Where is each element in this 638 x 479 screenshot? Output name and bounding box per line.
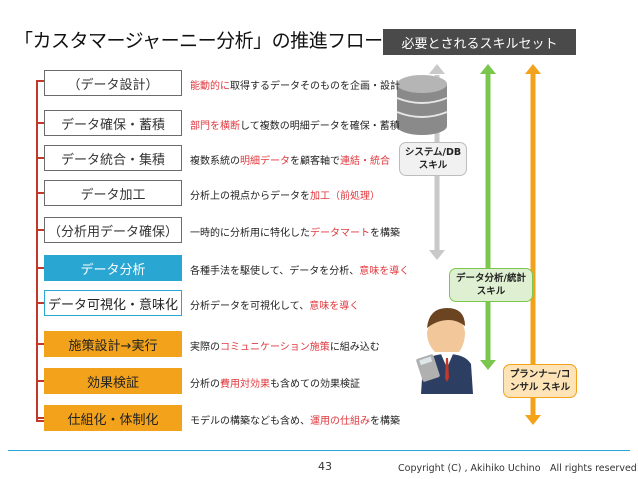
flow-bracket (36, 80, 44, 422)
analysis-skill-pill: データ分析/統計 スキル (449, 268, 533, 302)
highlight-text: コミュニケーション施策 (220, 342, 330, 353)
description-text: を構築 (370, 228, 400, 239)
highlight-text: 能動的に (190, 81, 230, 92)
highlight-text: 費用対効果 (220, 379, 270, 390)
bracket-tick (36, 157, 44, 159)
description-text: 分析の (190, 379, 220, 390)
description-text: も含めての効果検証 (270, 379, 360, 390)
description-text: に組み込む (329, 342, 380, 353)
step-description: 能動的に取得するデータそのものを企画・設計 (190, 77, 400, 92)
highlight-text: 加工（前処理） (310, 191, 380, 202)
description-text: 複数系統の (190, 156, 240, 167)
description-text: モデルの構築なども含め、 (190, 416, 310, 427)
planner-skill-pill: プランナー/コ ンサル スキル (503, 364, 577, 398)
system-skill-label: システム/DB スキル (404, 147, 462, 171)
highlight-text: 明細データ (240, 156, 290, 167)
flow-step: データ可視化・意味化 (44, 290, 182, 316)
footer-divider (8, 450, 630, 451)
description-text: 分析上の視点からデータを (190, 191, 310, 202)
step-description: 各種手法を駆使して、データを分析、意味を導く (190, 262, 409, 277)
bracket-tick (36, 267, 44, 269)
bracket-tick (36, 417, 44, 419)
bracket-tick (36, 302, 44, 304)
businessman-calculator-icon (416, 308, 473, 394)
flow-step: 効果検証 (44, 368, 182, 394)
highlight-text: 部門を横断 (190, 121, 240, 132)
page-number: 43 (318, 460, 332, 473)
description-text: を顧客軸で (290, 156, 340, 167)
step-description: 分析上の視点からデータを加工（前処理） (190, 187, 380, 202)
step-description: 複数系統の明細データを顧客軸で連結・統合 (190, 152, 390, 167)
description-text: を構築 (370, 416, 400, 427)
highlight-text: 意味を導く (359, 266, 410, 277)
flow-step: データ分析 (44, 255, 182, 281)
step-description: 部門を横断して複数の明細データを確保・蓄積 (190, 117, 400, 132)
description-text: して複数の明細データを確保・蓄積 (240, 121, 400, 132)
bracket-tick (36, 380, 44, 382)
page-title: 「カスタマージャーニー分析」の推進フロー (14, 30, 383, 52)
flow-step: データ加工 (44, 180, 182, 206)
step-description: 分析データを可視化して、意味を導く (190, 297, 359, 312)
system-skill-pill: システム/DB スキル (399, 142, 467, 176)
analysis-skill-label: データ分析/統計 スキル (456, 273, 526, 297)
skill-set-header: 必要とされるスキルセット (383, 29, 576, 55)
flow-step: 施策設計→実行 (44, 331, 182, 357)
highlight-text: データマート (310, 228, 370, 239)
step-description: 分析の費用対効果も含めての効果検証 (190, 375, 360, 390)
bracket-tick (36, 122, 44, 124)
database-icon (396, 75, 448, 135)
flow-step: （分析用データ確保） (44, 217, 182, 243)
description-text: 取得するデータそのものを企画・設計 (230, 81, 400, 92)
bracket-tick (36, 343, 44, 345)
highlight-text: 意味を導く (309, 301, 360, 312)
copyright-text: Copyright (C) , Akihiko Uchino All right… (398, 463, 638, 474)
highlight-text: 運用の仕組み (310, 416, 370, 427)
bracket-tick (36, 192, 44, 194)
planner-skill-label: プランナー/コ ンサル スキル (509, 369, 571, 393)
step-description: 実際のコミュニケーション施策に組み込む (190, 338, 380, 353)
description-text: 一時的に分析用に特化した (190, 228, 310, 239)
flow-step: （データ設計） (44, 70, 182, 96)
step-description: モデルの構築なども含め、運用の仕組みを構築 (190, 412, 400, 427)
flow-step: データ確保・蓄積 (44, 110, 182, 136)
highlight-text: 連結・統合 (340, 156, 390, 167)
flow-step: データ統合・集積 (44, 145, 182, 171)
flow-step: 仕組化・体制化 (44, 405, 182, 431)
description-text: 分析データを可視化して、 (190, 301, 310, 312)
step-description: 一時的に分析用に特化したデータマートを構築 (190, 224, 400, 239)
description-text: 実際の (190, 342, 220, 353)
bracket-tick (36, 229, 44, 231)
description-text: 各種手法を駆使して、データを分析、 (190, 266, 360, 277)
